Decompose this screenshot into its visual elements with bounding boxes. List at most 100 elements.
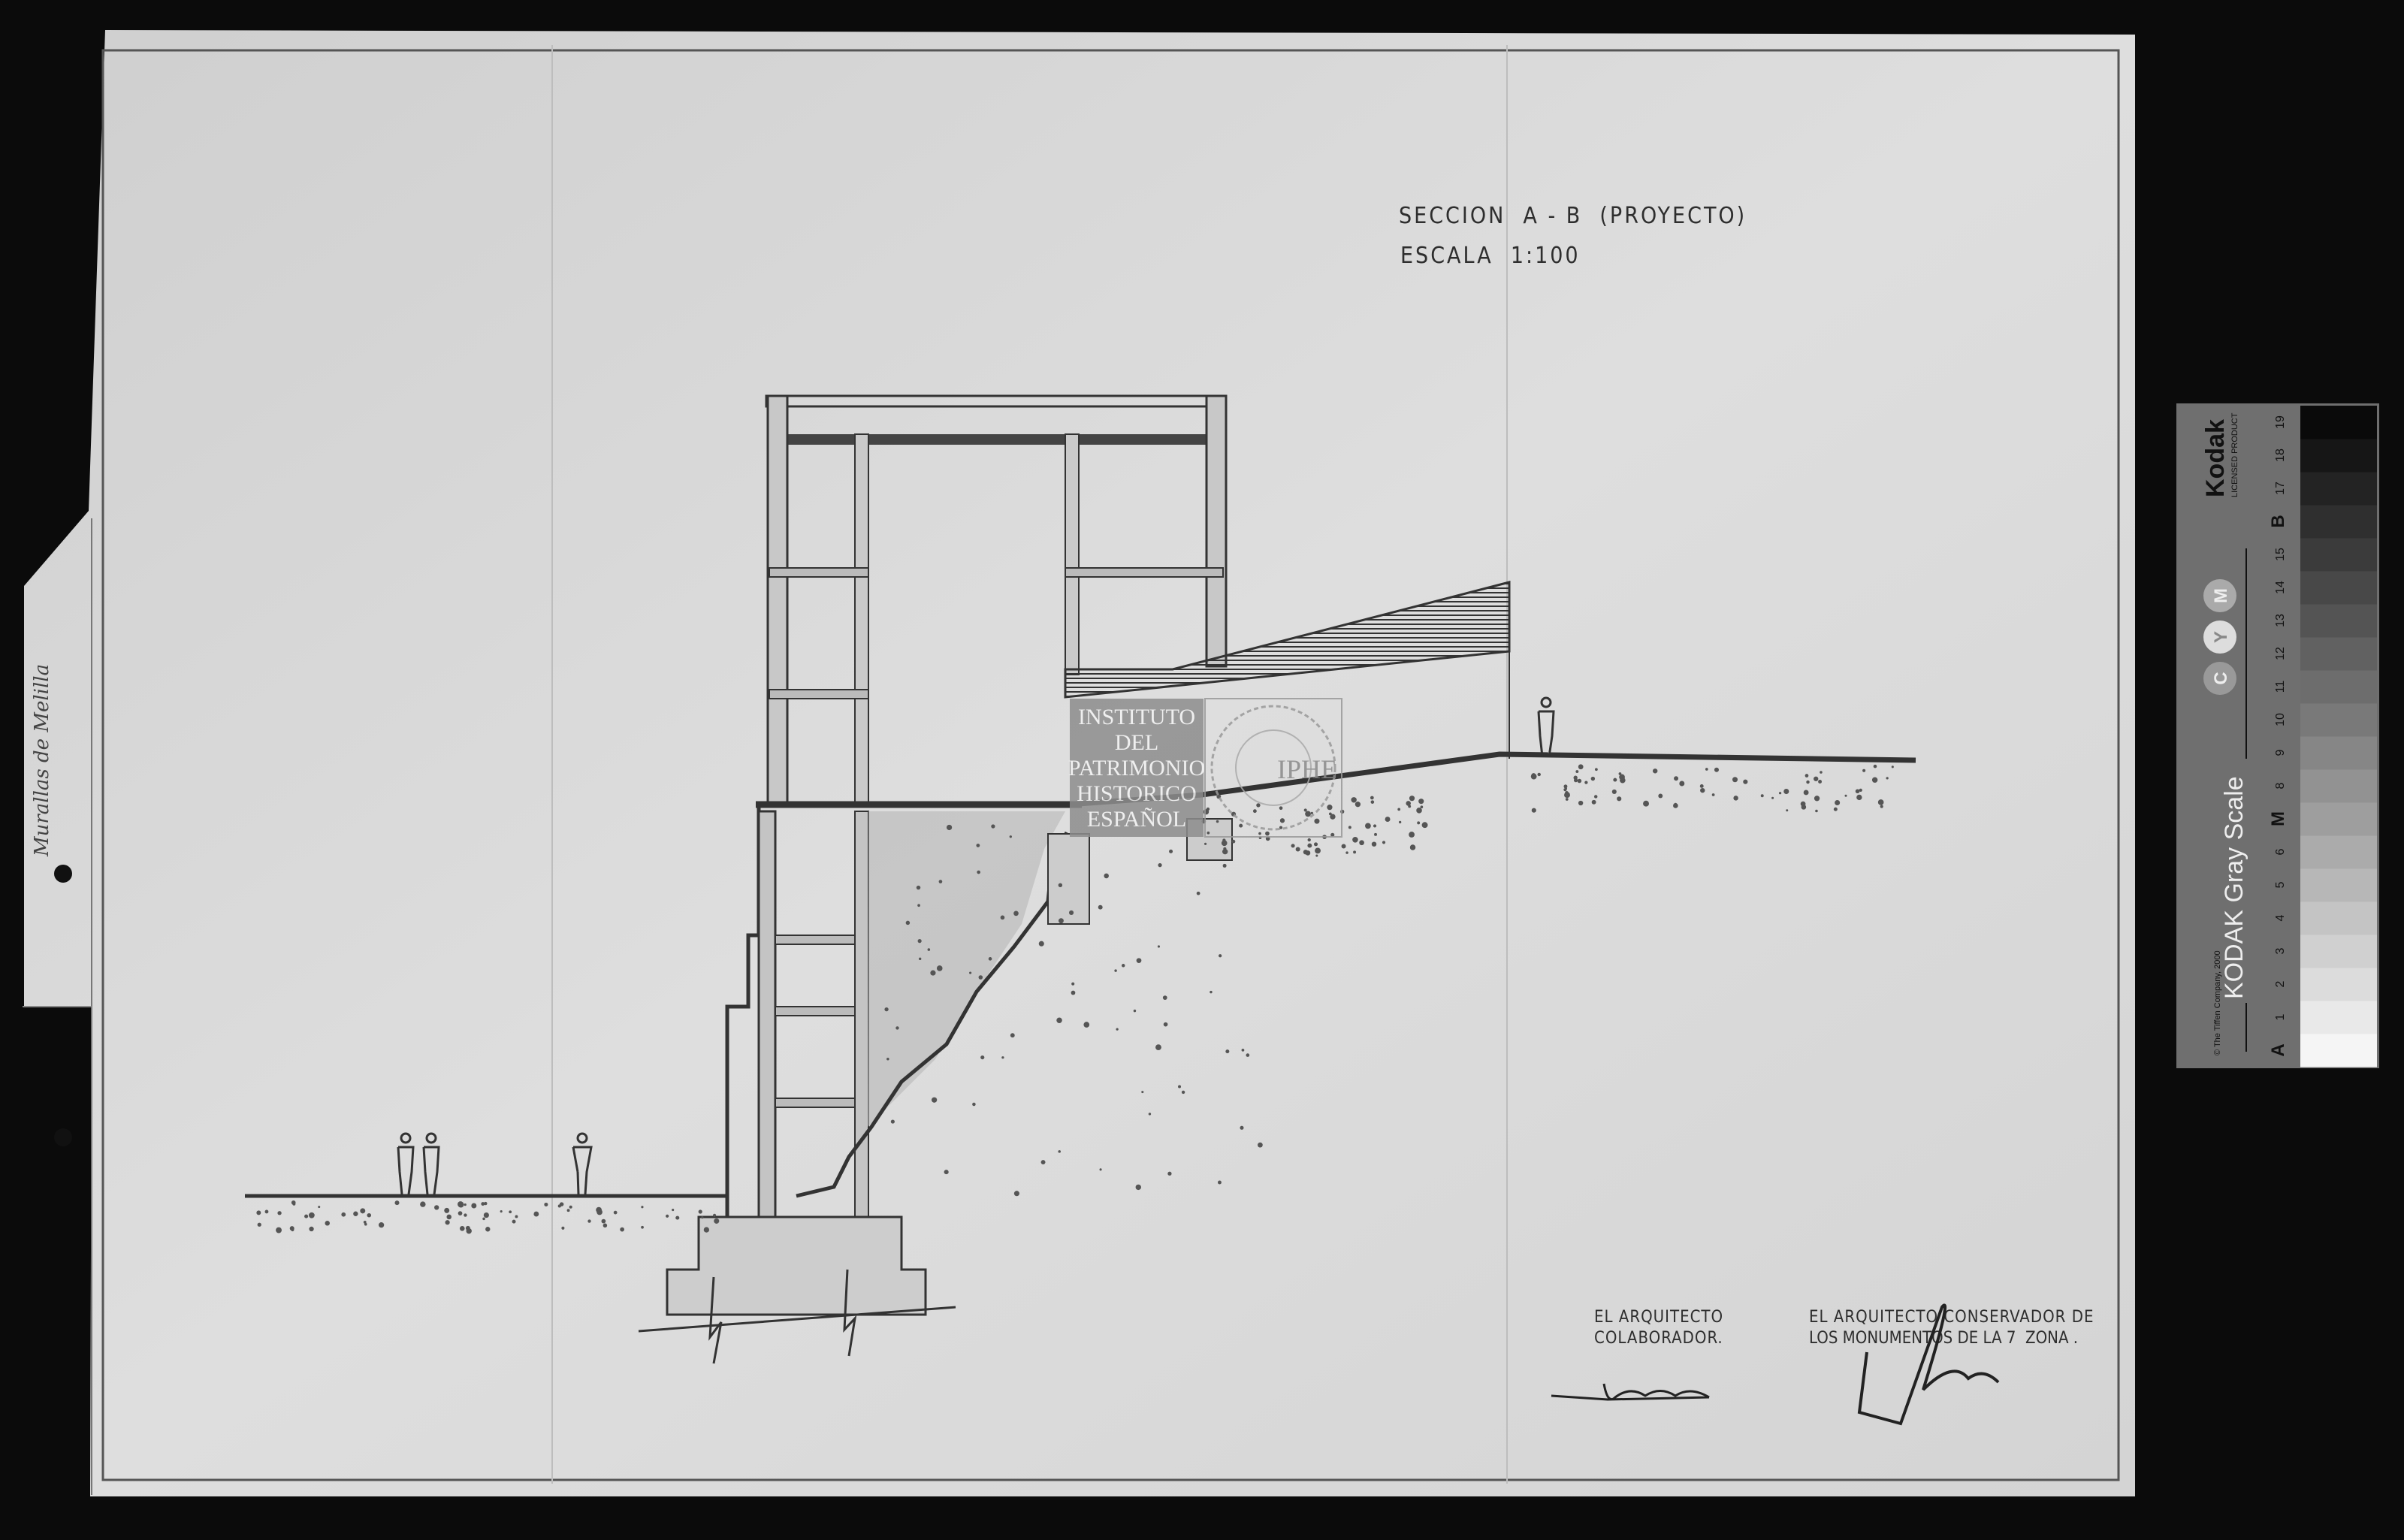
soil-speckle — [1001, 1056, 1004, 1059]
soil-speckle — [512, 1219, 516, 1224]
soil-speckle — [1155, 1044, 1161, 1051]
soil-speckle — [446, 1214, 452, 1220]
signature-left-label: EL ARQUITECTO — [1594, 1308, 1723, 1327]
soil-speckle — [1877, 799, 1884, 805]
signature-left-label: COLABORADOR. — [1594, 1329, 1723, 1348]
soil-speckle — [1371, 841, 1377, 847]
soil-speckle — [944, 1170, 949, 1175]
soil-speckle — [256, 1210, 261, 1215]
gray-patch — [2300, 968, 2377, 1001]
soil-speckle — [1679, 781, 1685, 787]
soil-speckle — [713, 1213, 717, 1217]
soil-speckle — [596, 1209, 603, 1215]
soil-speckle — [1409, 844, 1416, 850]
soil-speckle — [1313, 842, 1318, 847]
soil-speckle — [1040, 1160, 1046, 1164]
signature-left — [1551, 1383, 1710, 1401]
soil-speckle — [1806, 780, 1810, 784]
soil-speckle — [916, 885, 921, 890]
soil-speckle — [976, 844, 980, 847]
soil-speckle — [1365, 823, 1371, 829]
color-marks: C Y M — [2203, 579, 2236, 695]
punch-hole — [54, 1128, 72, 1146]
soil-speckle — [420, 1201, 426, 1207]
gray-patch-label: 6 — [2274, 848, 2287, 855]
compass-rose-icon — [1210, 705, 1336, 831]
soil-speckle — [459, 1225, 465, 1231]
soil-speckle — [1203, 809, 1210, 815]
soil-speckle — [1136, 958, 1142, 964]
gray-patch-label: 9 — [2274, 749, 2287, 756]
soil-speckle — [1148, 1113, 1152, 1116]
soil-speckle — [458, 1201, 464, 1207]
soil-speckle — [1418, 799, 1424, 805]
soil-speckle — [969, 971, 972, 974]
soil-speckle — [1071, 982, 1075, 986]
soil-speckle — [936, 965, 943, 971]
gray-patch — [2300, 637, 2377, 671]
soil-speckle — [938, 880, 943, 883]
soil-speckle — [890, 1119, 895, 1124]
gray-patch-label: 11 — [2274, 681, 2287, 693]
soil-speckle — [363, 1220, 367, 1224]
soil-speckle — [1803, 790, 1809, 796]
soil-speckle — [1163, 1022, 1168, 1027]
soil-speckle — [905, 920, 911, 926]
soil-speckle — [1613, 778, 1617, 782]
soil-speckle — [1891, 765, 1894, 768]
soil-speckle — [1222, 863, 1227, 868]
kodak-brand: Kodak — [2201, 419, 2230, 497]
punch-hole — [54, 865, 72, 883]
soil-speckle — [1743, 779, 1748, 784]
soil-speckle — [1370, 796, 1374, 800]
soil-speckle — [1732, 777, 1738, 783]
human-figures — [397, 696, 1555, 1195]
soil-speckle — [1239, 823, 1243, 828]
soil-speckle — [603, 1223, 608, 1228]
soil-speckle — [1116, 1028, 1119, 1031]
soil-speckle — [308, 1212, 315, 1218]
signature-right — [1857, 1303, 2000, 1426]
soil-speckle — [304, 1214, 309, 1218]
gray-patch-label: 15 — [2274, 548, 2287, 561]
soil-speckle — [1674, 776, 1679, 781]
soil-speckle — [1531, 808, 1536, 813]
soil-speckle — [1217, 1180, 1222, 1185]
soil-speckle — [509, 1210, 512, 1214]
gray-scale-title: KODAK Gray Scale — [2220, 776, 2248, 999]
soil-speckle — [613, 1210, 618, 1215]
soil-speckle — [1643, 800, 1649, 807]
gray-patch — [2300, 505, 2377, 539]
soil-speckle — [1771, 796, 1774, 799]
soil-speckle — [1382, 841, 1386, 844]
gray-patch — [2300, 935, 2377, 968]
soil-speckle — [1760, 794, 1764, 798]
soil-speckle — [364, 1222, 367, 1226]
soil-speckle — [257, 1222, 261, 1227]
gray-patch-label: 18 — [2274, 448, 2287, 462]
soil-speckle — [1013, 910, 1019, 916]
soil-speckle — [1714, 767, 1719, 772]
soil-speckle — [464, 1213, 467, 1217]
soil-speckle — [1310, 811, 1313, 814]
soil-speckle — [1373, 824, 1377, 828]
soil-speckle — [1591, 799, 1596, 805]
scale-label: ESCALA 1:100 — [1400, 243, 1581, 269]
soil-speckle — [1330, 814, 1336, 820]
soil-speckle — [1353, 850, 1357, 854]
soil-speckle — [918, 957, 922, 961]
soil-speckle — [1157, 945, 1161, 948]
soil-speckle — [1000, 915, 1005, 920]
soil-speckle — [1359, 840, 1364, 846]
gray-patch — [2300, 439, 2377, 473]
soil-speckle — [1265, 831, 1270, 836]
soil-speckle — [1584, 781, 1588, 784]
soil-speckle — [1833, 807, 1838, 811]
kodak-licensed: LICENSED PRODUCT — [2230, 412, 2239, 497]
watermark-acronym: IPHE — [1277, 754, 1337, 784]
soil-speckle — [1859, 788, 1862, 792]
soil-speckle — [977, 870, 980, 874]
gray-patch — [2300, 472, 2377, 506]
soil-speckle — [1258, 1142, 1263, 1148]
